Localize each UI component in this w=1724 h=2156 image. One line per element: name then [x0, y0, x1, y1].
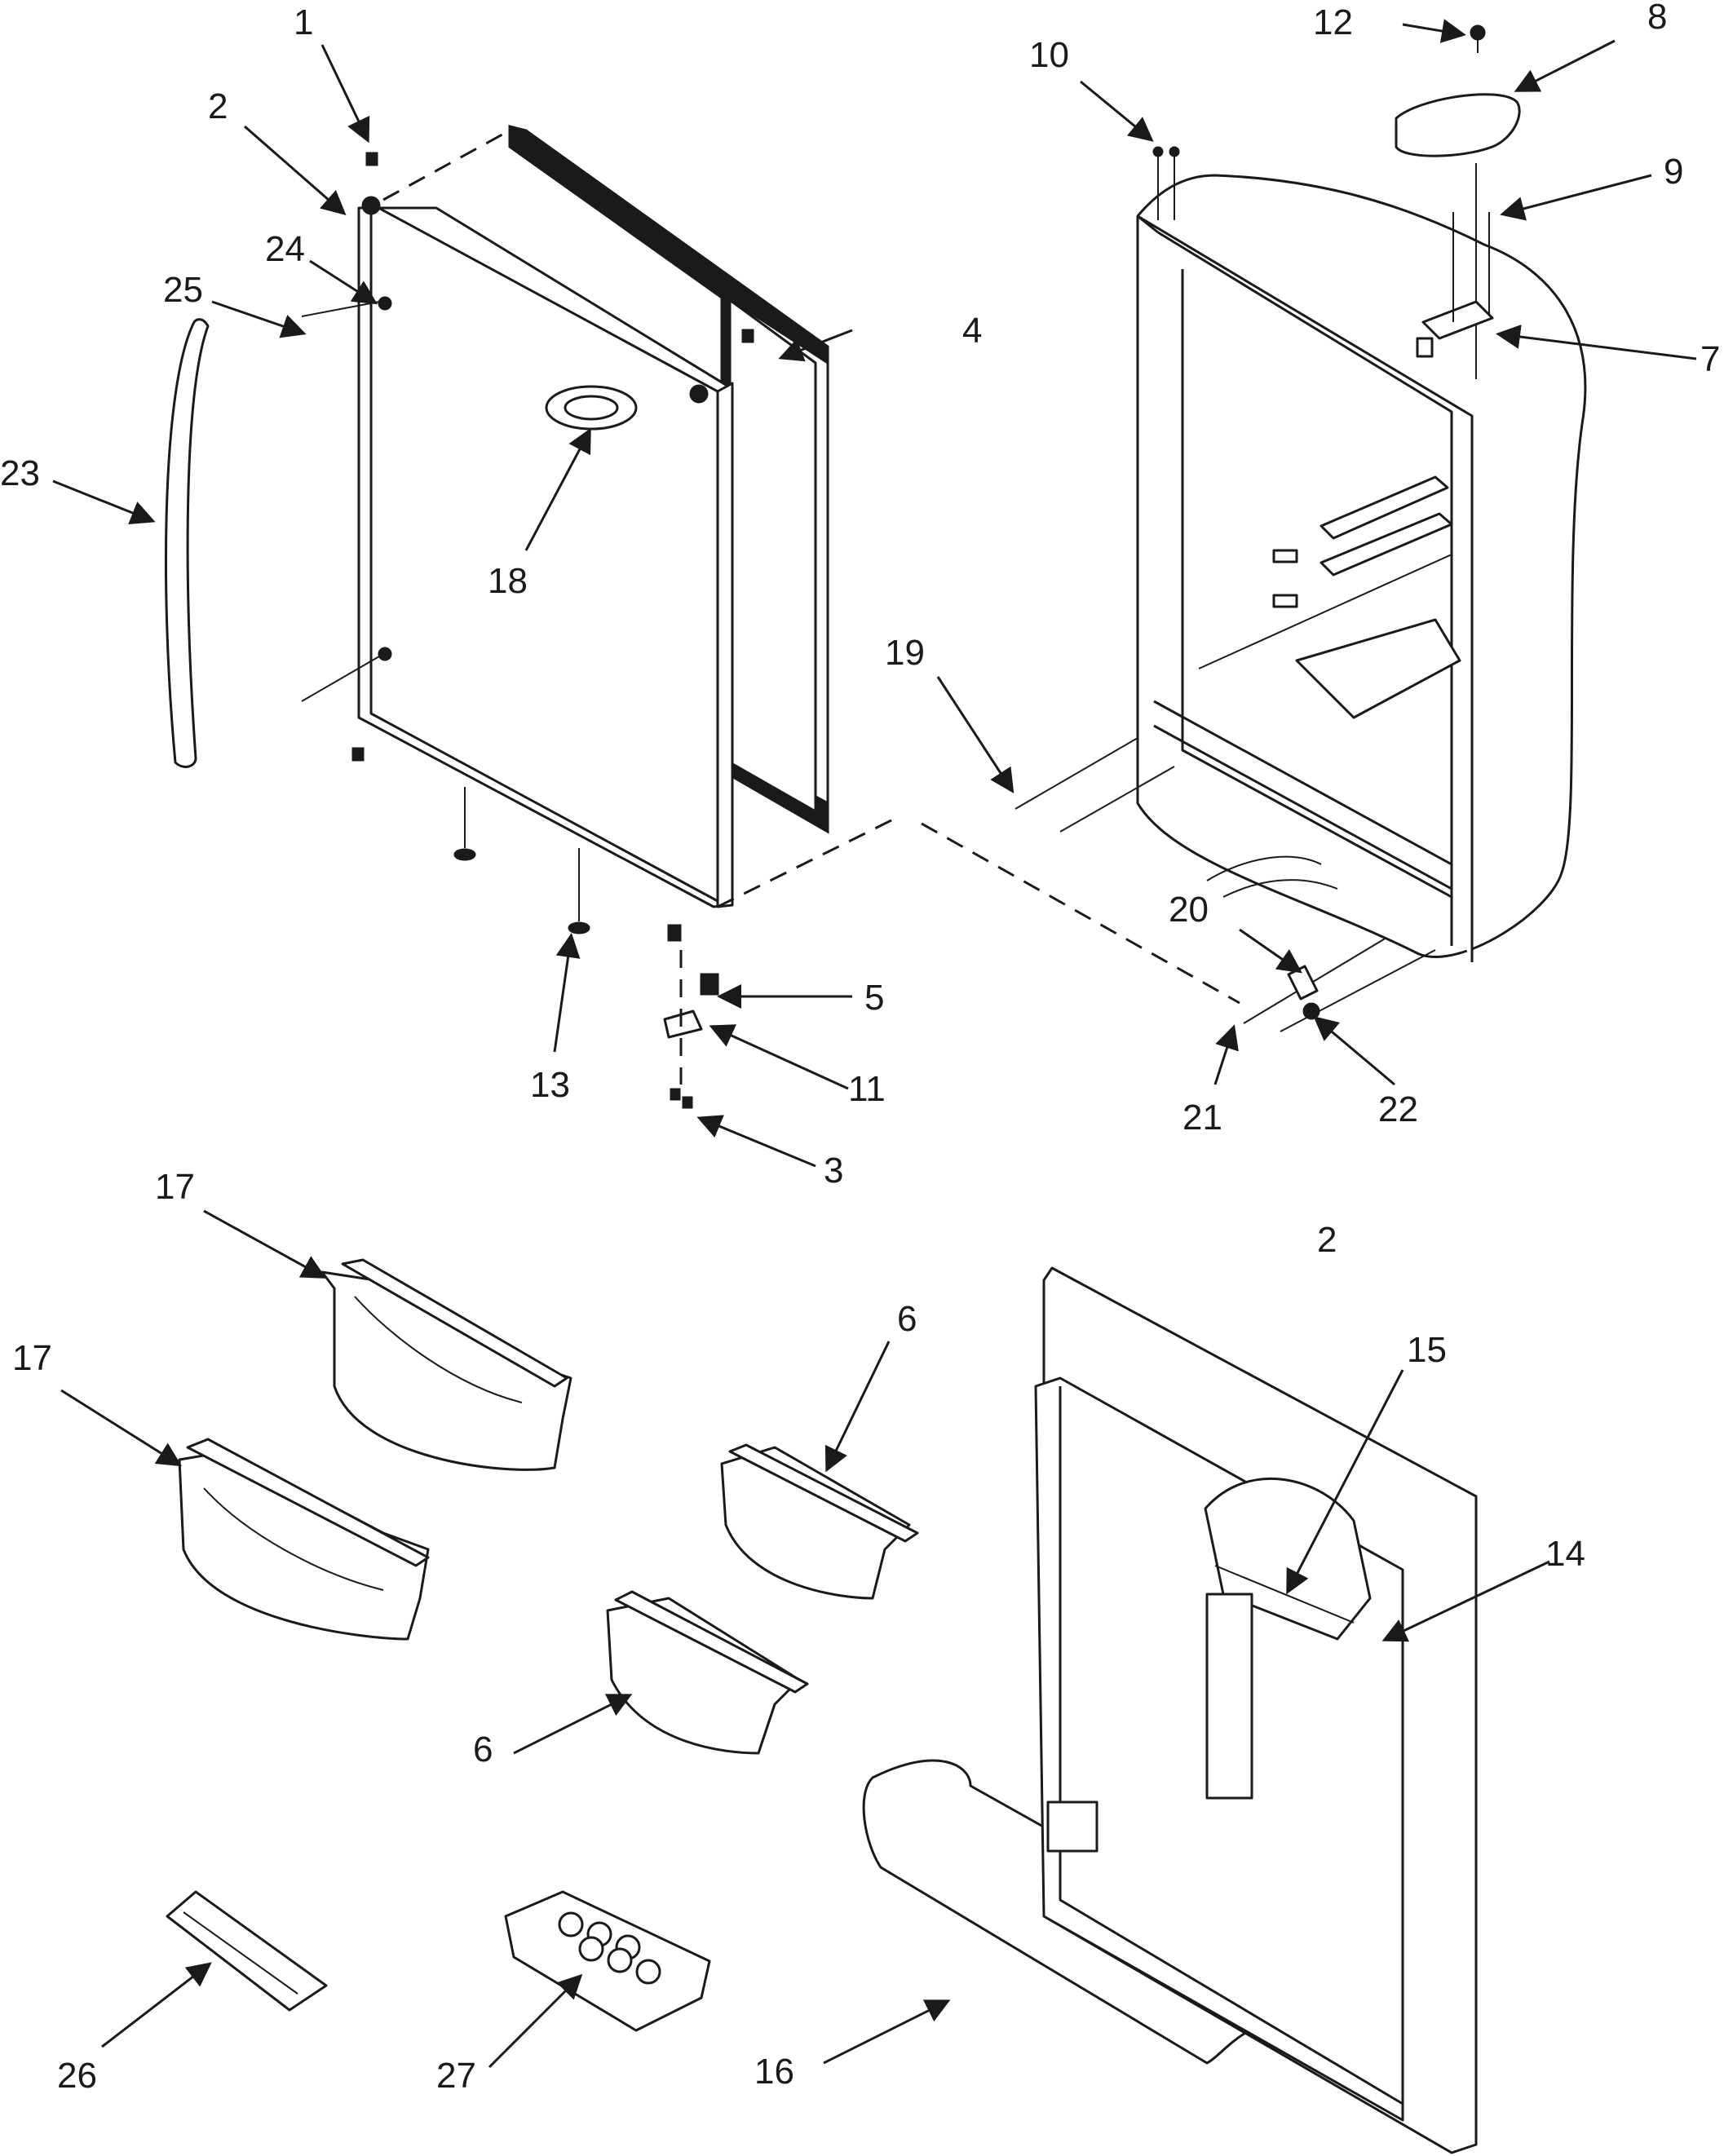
callout-labels: 1 2 2 3 4 5 6 6 7 8 9 10 11 12 13 14 15 …	[0, 0, 1720, 2096]
callout-16: 16	[754, 2052, 794, 2092]
callout-13: 13	[530, 1065, 570, 1105]
door-bin-6-lower	[606, 1590, 809, 1755]
callout-19: 19	[885, 633, 925, 673]
callout-10: 10	[1029, 35, 1069, 75]
egg-tray-27	[504, 1890, 711, 2032]
callout-3: 3	[824, 1151, 843, 1191]
butter-tray-26	[166, 1890, 328, 2012]
callout-4: 4	[962, 311, 982, 351]
callout-17: 17	[12, 1338, 52, 1378]
callout-15: 15	[1407, 1330, 1447, 1370]
callout-22: 22	[1378, 1089, 1418, 1129]
cabinet-section	[1136, 174, 1587, 962]
bottom-hinge-parts	[1015, 737, 1436, 1032]
door-hardware	[301, 152, 754, 1109]
callout-18: 18	[488, 561, 528, 601]
top-hinge-parts	[1152, 24, 1521, 379]
door-panel	[357, 196, 734, 908]
callout-27: 27	[436, 2056, 476, 2096]
door-bin-17-lower	[178, 1438, 430, 1641]
callout-12: 12	[1313, 2, 1353, 42]
callout-1: 1	[294, 2, 313, 42]
callout-8: 8	[1647, 0, 1667, 37]
callout-11: 11	[848, 1069, 886, 1109]
callout-7: 7	[1700, 339, 1720, 379]
callout-21: 21	[1182, 1098, 1222, 1138]
callout-20: 20	[1169, 890, 1209, 930]
callout-24: 24	[265, 229, 305, 269]
callout-26: 26	[57, 2056, 97, 2096]
callout-23: 23	[0, 453, 40, 493]
leader-lines	[52, 19, 1697, 2069]
callout-9: 9	[1664, 152, 1683, 192]
door-bin-6-upper	[720, 1443, 919, 1600]
callout-14: 14	[1545, 1534, 1585, 1574]
callout-5: 5	[864, 978, 884, 1018]
callout-6: 6	[473, 1730, 493, 1769]
callout-17: 17	[155, 1167, 195, 1207]
door-handle	[164, 318, 210, 768]
inner-door-liner	[1034, 1266, 1478, 2154]
callout-2: 2	[208, 86, 228, 126]
callout-6: 6	[897, 1299, 917, 1339]
callout-2: 2	[1317, 1220, 1337, 1260]
callout-25: 25	[163, 270, 203, 310]
door-bin-17-upper	[320, 1258, 572, 1471]
